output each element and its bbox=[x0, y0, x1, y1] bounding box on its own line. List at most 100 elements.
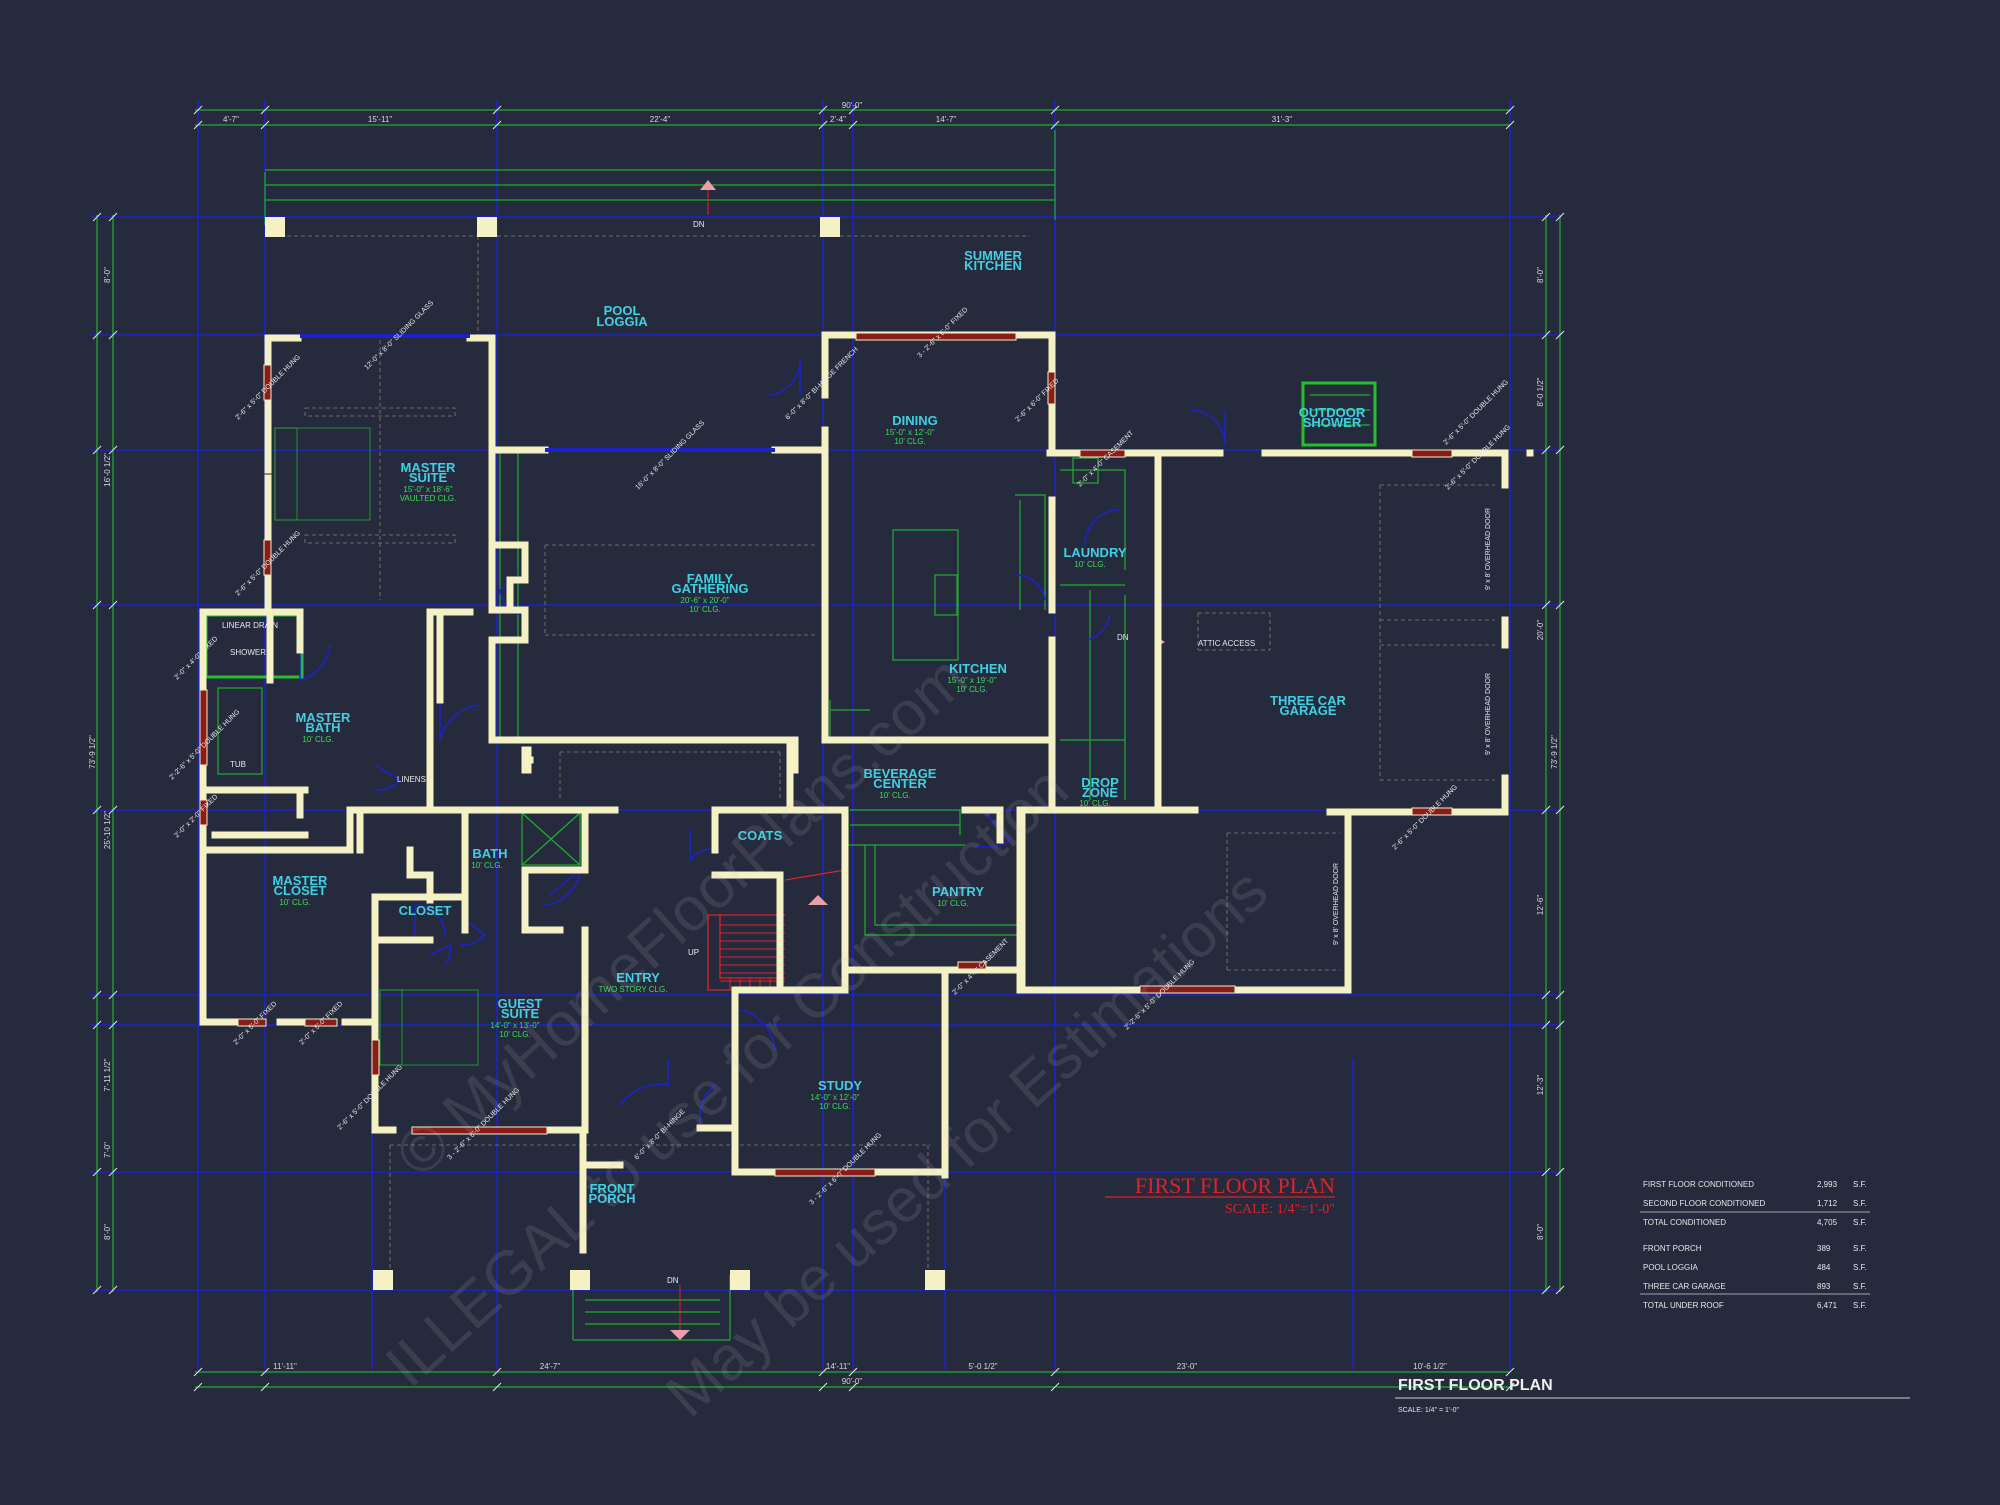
beverage-label-1: BEVERAGE bbox=[864, 766, 937, 781]
master-bath-label-1: MASTER bbox=[296, 710, 352, 725]
dimension-tick bbox=[260, 120, 270, 130]
dimension-tick bbox=[92, 805, 102, 815]
family-ceiling: 10' CLG. bbox=[689, 605, 720, 614]
dimension-tick bbox=[260, 105, 270, 115]
dimension-tick bbox=[848, 120, 858, 130]
stair-up-label: UP bbox=[688, 948, 699, 957]
summer-kitchen-label-2: KITCHEN bbox=[964, 258, 1022, 273]
left-dim-4: 7'-11 1/2" bbox=[103, 1058, 112, 1091]
dimension-tick bbox=[1505, 1382, 1515, 1392]
area-row-value: 389 bbox=[1817, 1244, 1831, 1253]
guest-suite-label-1: GUEST bbox=[498, 996, 543, 1011]
sheet-scale: SCALE: 1/4" = 1'-0" bbox=[1398, 1407, 1459, 1414]
dimension-tick bbox=[92, 1020, 102, 1030]
dimension-tick bbox=[1555, 445, 1565, 455]
bath-label: BATH bbox=[472, 846, 507, 861]
dimension-tick bbox=[1555, 600, 1565, 610]
master-suite-label-1: MASTER bbox=[401, 460, 457, 475]
dimension-tick bbox=[92, 1285, 102, 1295]
dimension-text: 90'-0" 4'-7" 15'-11" 22'-4" 2'-4" 14'-7"… bbox=[88, 101, 1559, 1386]
dimension-tick bbox=[92, 212, 102, 222]
laundry-dn-label: DN bbox=[1117, 633, 1129, 642]
red-plan-title: FIRST FLOOR PLAN bbox=[1135, 1173, 1335, 1198]
left-dim-1: 8'-0" bbox=[103, 267, 112, 283]
master-closet-ceiling: 10' CLG. bbox=[279, 898, 310, 907]
area-row-value: 484 bbox=[1817, 1263, 1831, 1272]
pantry-label: PANTRY bbox=[932, 884, 984, 899]
dimension-tick bbox=[1541, 445, 1551, 455]
area-row-label: SECOND FLOOR CONDITIONED bbox=[1643, 1199, 1765, 1208]
dimension-tick bbox=[492, 1382, 502, 1392]
pool-loggia-label-2: LOGGIA bbox=[596, 314, 648, 329]
red-plan-scale: SCALE: 1/4"=1'-0" bbox=[1225, 1202, 1335, 1217]
left-dim-3: 25'-10 1/2" bbox=[103, 811, 112, 849]
linens-label: LINENS bbox=[397, 775, 426, 784]
dimension-tick bbox=[818, 120, 828, 130]
dimension-tick bbox=[1050, 105, 1060, 115]
left-dim-6: 8'-0" bbox=[103, 1224, 112, 1240]
dimension-tick bbox=[1555, 1020, 1565, 1030]
dimension-tick bbox=[492, 105, 502, 115]
area-row-unit: S.F. bbox=[1853, 1218, 1867, 1227]
right-dim-1: 8'-0" bbox=[1536, 267, 1545, 283]
front-porch-label-1: FRONT bbox=[590, 1181, 635, 1196]
entry-ceiling: TWO STORY CLG. bbox=[599, 985, 668, 994]
laundry-ceiling: 10' CLG. bbox=[1074, 560, 1105, 569]
area-row-label: POOL LOGGIA bbox=[1643, 1263, 1698, 1272]
dimension-tick bbox=[1555, 1167, 1565, 1177]
dimension-tick bbox=[1505, 1367, 1515, 1377]
master-suite-size: 15'-0" x 18'-6" bbox=[403, 485, 452, 494]
dimension-tick bbox=[1541, 1167, 1551, 1177]
bottom-dim-1: 11'-11" bbox=[273, 1362, 297, 1371]
dimension-tick bbox=[1050, 1367, 1060, 1377]
dimension-lines bbox=[92, 105, 1565, 1392]
window-callout-16: 2'-6" x 5'-0" DOUBLE HUNG bbox=[336, 1064, 404, 1132]
dashed-outlines bbox=[280, 235, 1495, 1270]
area-row-value: 2,993 bbox=[1817, 1180, 1838, 1189]
dimension-tick bbox=[260, 1367, 270, 1377]
dimension-tick bbox=[92, 330, 102, 340]
dimension-tick bbox=[848, 105, 858, 115]
dimension-tick bbox=[1555, 805, 1565, 815]
dimension-tick bbox=[1541, 1285, 1551, 1295]
overhead-door-1-label: 9' x 8' OVERHEAD DOOR bbox=[1485, 508, 1492, 590]
bottom-dim-4: 5'-0 1/2" bbox=[968, 1362, 997, 1371]
dimension-tick bbox=[108, 990, 118, 1000]
study-size: 14'-0" x 12'-0" bbox=[810, 1093, 859, 1102]
dimension-tick bbox=[1505, 120, 1515, 130]
dimension-tick bbox=[492, 1367, 502, 1377]
linear-drain-label: LINEAR DRAIN bbox=[222, 621, 278, 630]
family-size: 20'-6" x 20'-0" bbox=[680, 596, 729, 605]
sheet-title-block: FIRST FLOOR PLAN SCALE: 1/4" = 1'-0" bbox=[1395, 1377, 1910, 1414]
dimension-tick bbox=[818, 1382, 828, 1392]
master-suite-ceiling: VAULTED CLG. bbox=[400, 494, 457, 503]
drop-zone-ceiling: 10' CLG. bbox=[1079, 799, 1110, 808]
dimension-tick bbox=[108, 1167, 118, 1177]
dining-label: DINING bbox=[892, 413, 938, 428]
shower-label: SHOWER bbox=[230, 648, 266, 657]
bottom-dim-2: 24'-7" bbox=[540, 1362, 561, 1371]
top-dim-6: 31'-3" bbox=[1272, 115, 1293, 124]
master-closet-label-2: CLOSET bbox=[274, 883, 327, 898]
kitchen-size: 15'-0" x 19'-0" bbox=[947, 676, 996, 685]
dimension-tick bbox=[1050, 120, 1060, 130]
dimension-tick bbox=[108, 445, 118, 455]
area-row-label: THREE CAR GARAGE bbox=[1643, 1282, 1726, 1291]
dimension-tick bbox=[818, 105, 828, 115]
porch-dn-label: DN bbox=[667, 1276, 679, 1285]
dimension-tick bbox=[1541, 330, 1551, 340]
window-callout-12: 2'-0" x 4'-0" CASEMENT bbox=[1076, 429, 1135, 488]
family-label-1: FAMILY bbox=[687, 571, 734, 586]
watermark: © MyHomeFloorPlans.com ILLEGAL to use fo… bbox=[373, 643, 1280, 1431]
left-overall-dimension: 73'-9 1/2" bbox=[88, 735, 97, 769]
garage-label-2: GARAGE bbox=[1279, 703, 1336, 718]
dimension-tick bbox=[108, 1285, 118, 1295]
area-row-unit: S.F. bbox=[1853, 1282, 1867, 1291]
dimension-tick bbox=[1541, 212, 1551, 222]
guest-suite-ceiling: 10' CLG. bbox=[499, 1030, 530, 1039]
master-bath-label-2: BATH bbox=[305, 720, 340, 735]
area-row-unit: S.F. bbox=[1853, 1199, 1867, 1208]
top-dim-3: 22'-4" bbox=[650, 115, 671, 124]
